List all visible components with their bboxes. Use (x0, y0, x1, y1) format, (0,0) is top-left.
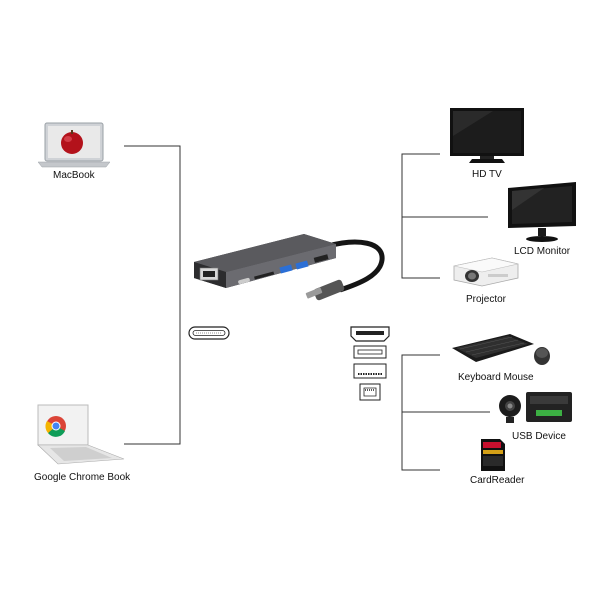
macbook-label: MacBook (53, 170, 95, 181)
lcd-label: LCD Monitor (514, 246, 571, 257)
usb-c-hub-icon (194, 234, 385, 301)
projector-label: Projector (466, 294, 507, 305)
sd-card-slot-icon (353, 363, 387, 379)
usb-device-icon (499, 392, 572, 423)
usb-a-port-icon (353, 345, 387, 359)
port-icons (350, 326, 390, 401)
keyboard-label: Keyboard Mouse (458, 372, 534, 383)
tv-icon (450, 108, 524, 163)
monitor-icon (508, 182, 576, 242)
chromebook-icon (37, 404, 125, 465)
usb-label: USB Device (512, 431, 566, 442)
sd-card-icon (481, 439, 505, 471)
hdtv-label: HD TV (472, 169, 502, 180)
usb-c-port-icon (188, 326, 230, 340)
projector-icon (453, 257, 519, 287)
hdmi-port-icon (350, 326, 390, 342)
left-connector (124, 145, 181, 445)
keyboard-mouse-icon (452, 334, 550, 365)
macbook-icon (38, 122, 110, 168)
card-label: CardReader (470, 475, 525, 486)
right-top-connector (401, 153, 440, 279)
chromebook-label: Google Chrome Book (34, 472, 131, 483)
ethernet-port-icon (359, 383, 381, 401)
